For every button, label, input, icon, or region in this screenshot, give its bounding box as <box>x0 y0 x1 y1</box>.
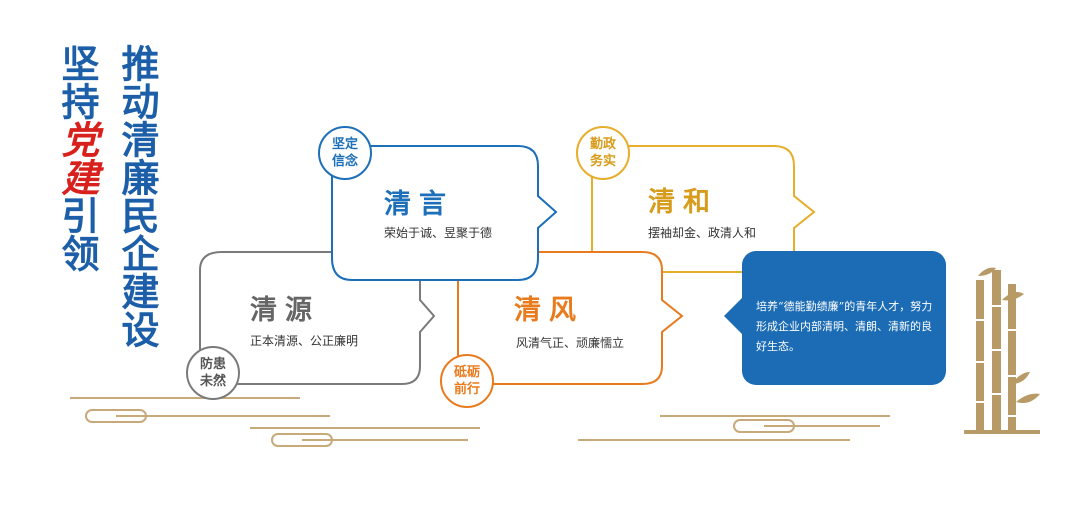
card-he-title: 清和 <box>648 187 718 218</box>
card-he-subtitle: 摆袖却金、政清人和 <box>648 226 757 240</box>
card-yan-subtitle: 荣始于诚、昱聚于德 <box>384 226 493 240</box>
bamboo-illustration <box>964 267 1040 434</box>
title-pre: 坚持 <box>55 44 100 120</box>
info-pointer <box>724 296 744 336</box>
info-box: 培养“德能勤绩廉”的青年人才，努力形成企业内部清明、清朗、清新的良好生态。 <box>742 251 946 385</box>
main-title-left: 坚持党建引领 <box>55 44 100 272</box>
card-feng-title: 清风 <box>514 295 584 326</box>
badge-feng: 砥砺前行 <box>440 354 494 408</box>
card-yuan-subtitle: 正本清源、公正廉明 <box>250 334 359 348</box>
card-feng-subtitle: 风清气正、顽廉懦立 <box>516 336 625 350</box>
badge-feng-label: 砥砺前行 <box>453 365 480 397</box>
info-text: 培养“德能勤绩廉”的青年人才，努力形成企业内部清明、清朗、清新的良好生态。 <box>756 300 933 353</box>
card-yan-title: 清言 <box>384 189 454 220</box>
badge-yuan: 防患未然 <box>186 346 240 400</box>
card-yuan-title: 清源 <box>250 295 320 326</box>
badge-yan-label: 坚定信念 <box>331 137 358 169</box>
title-post: 引领 <box>55 196 100 272</box>
badge-yuan-label: 防患未然 <box>199 357 226 389</box>
title-red-party: 党建 <box>55 120 100 196</box>
badge-he: 勤政务实 <box>576 126 630 180</box>
main-title-right: 推动清廉民企建设 <box>115 44 160 348</box>
badge-he-label: 勤政务实 <box>589 137 616 169</box>
deco-lines <box>70 397 890 447</box>
badge-yan: 坚定信念 <box>318 126 372 180</box>
